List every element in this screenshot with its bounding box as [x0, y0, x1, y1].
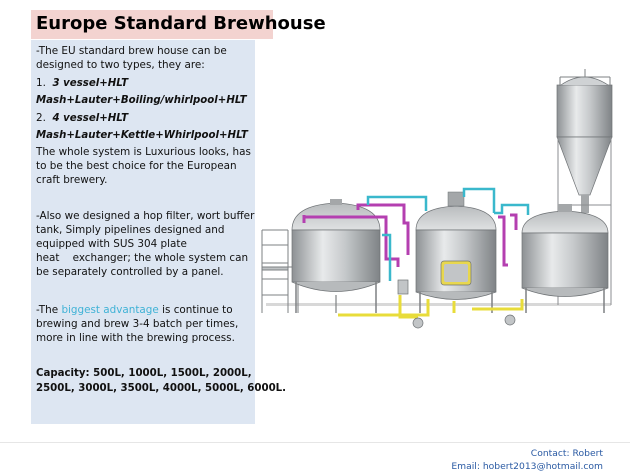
luxury-line-3: craft brewery.	[36, 174, 108, 186]
page-title: Europe Standard Brewhouse	[36, 13, 326, 34]
luxury-line-2: to be the best choice for the European	[36, 160, 237, 172]
type-1-number: 1.	[36, 77, 46, 89]
pumps	[397, 279, 516, 329]
capacity-line-1: Capacity: 500L, 1000L, 1500L, 2000L,	[36, 368, 252, 379]
brewhouse-illustration	[261, 69, 613, 329]
hot-water-pipes	[302, 203, 518, 267]
description-panel	[31, 40, 255, 424]
design-line-2: tank, Simply pipelines designed and	[36, 224, 225, 236]
advantage-line-3: more in line with the brewing process.	[36, 332, 235, 344]
boiling-tank	[521, 204, 609, 313]
capacity-line-2: 2500L, 3000L, 3500L, 4000L, 5000L, 6000L…	[36, 383, 287, 394]
type-1-config: Mash+Lauter+Boiling/whirlpool+HLT	[36, 95, 247, 106]
advantage-prefix: -The	[36, 304, 62, 316]
design-line-1: -Also we designed a hop filter, wort buf…	[36, 210, 255, 222]
wort-pipes	[338, 295, 524, 319]
design-line-5: be separately controlled by a panel.	[36, 266, 224, 278]
advantage-highlight: biggest advantage	[61, 304, 159, 316]
type-1-heading: 1. 3 vessel+HLT	[36, 76, 258, 92]
lauter-tank	[415, 191, 497, 313]
design-line-4: heat exchanger; the whole system can	[36, 252, 249, 264]
service-platform	[261, 229, 299, 313]
type-1-name: 3 vessel+HLT	[52, 78, 129, 89]
advantage-line-2: brewing and brew 3-4 batch per times,	[36, 318, 239, 330]
type-2-heading: 2. 4 vessel+HLT	[36, 111, 258, 127]
contact-email[interactable]: Email: hobert2013@hotmail.com	[451, 461, 603, 472]
type-2-number: 2.	[36, 112, 46, 124]
luxury-line-1: The whole system is Luxurious looks, has	[36, 146, 251, 158]
advantage-suffix: is continue to	[158, 304, 233, 316]
advantage-line-1: -The biggest advantage is continue to	[36, 303, 258, 318]
intro-line-2: designed to two types, they are:	[36, 59, 205, 71]
footer-divider	[0, 442, 630, 443]
type-2-config: Mash+Lauter+Kettle+Whirlpool+HLT	[36, 130, 248, 141]
contact-name: Contact: Robert	[530, 448, 603, 459]
intro-line-1: -The EU standard brew house can be	[36, 45, 227, 57]
type-2-name: 4 vessel+HLT	[52, 113, 129, 124]
cold-water-pipes	[366, 187, 530, 281]
design-line-3: equipped with SUS 304 plate	[36, 238, 187, 250]
title-background	[31, 10, 273, 39]
